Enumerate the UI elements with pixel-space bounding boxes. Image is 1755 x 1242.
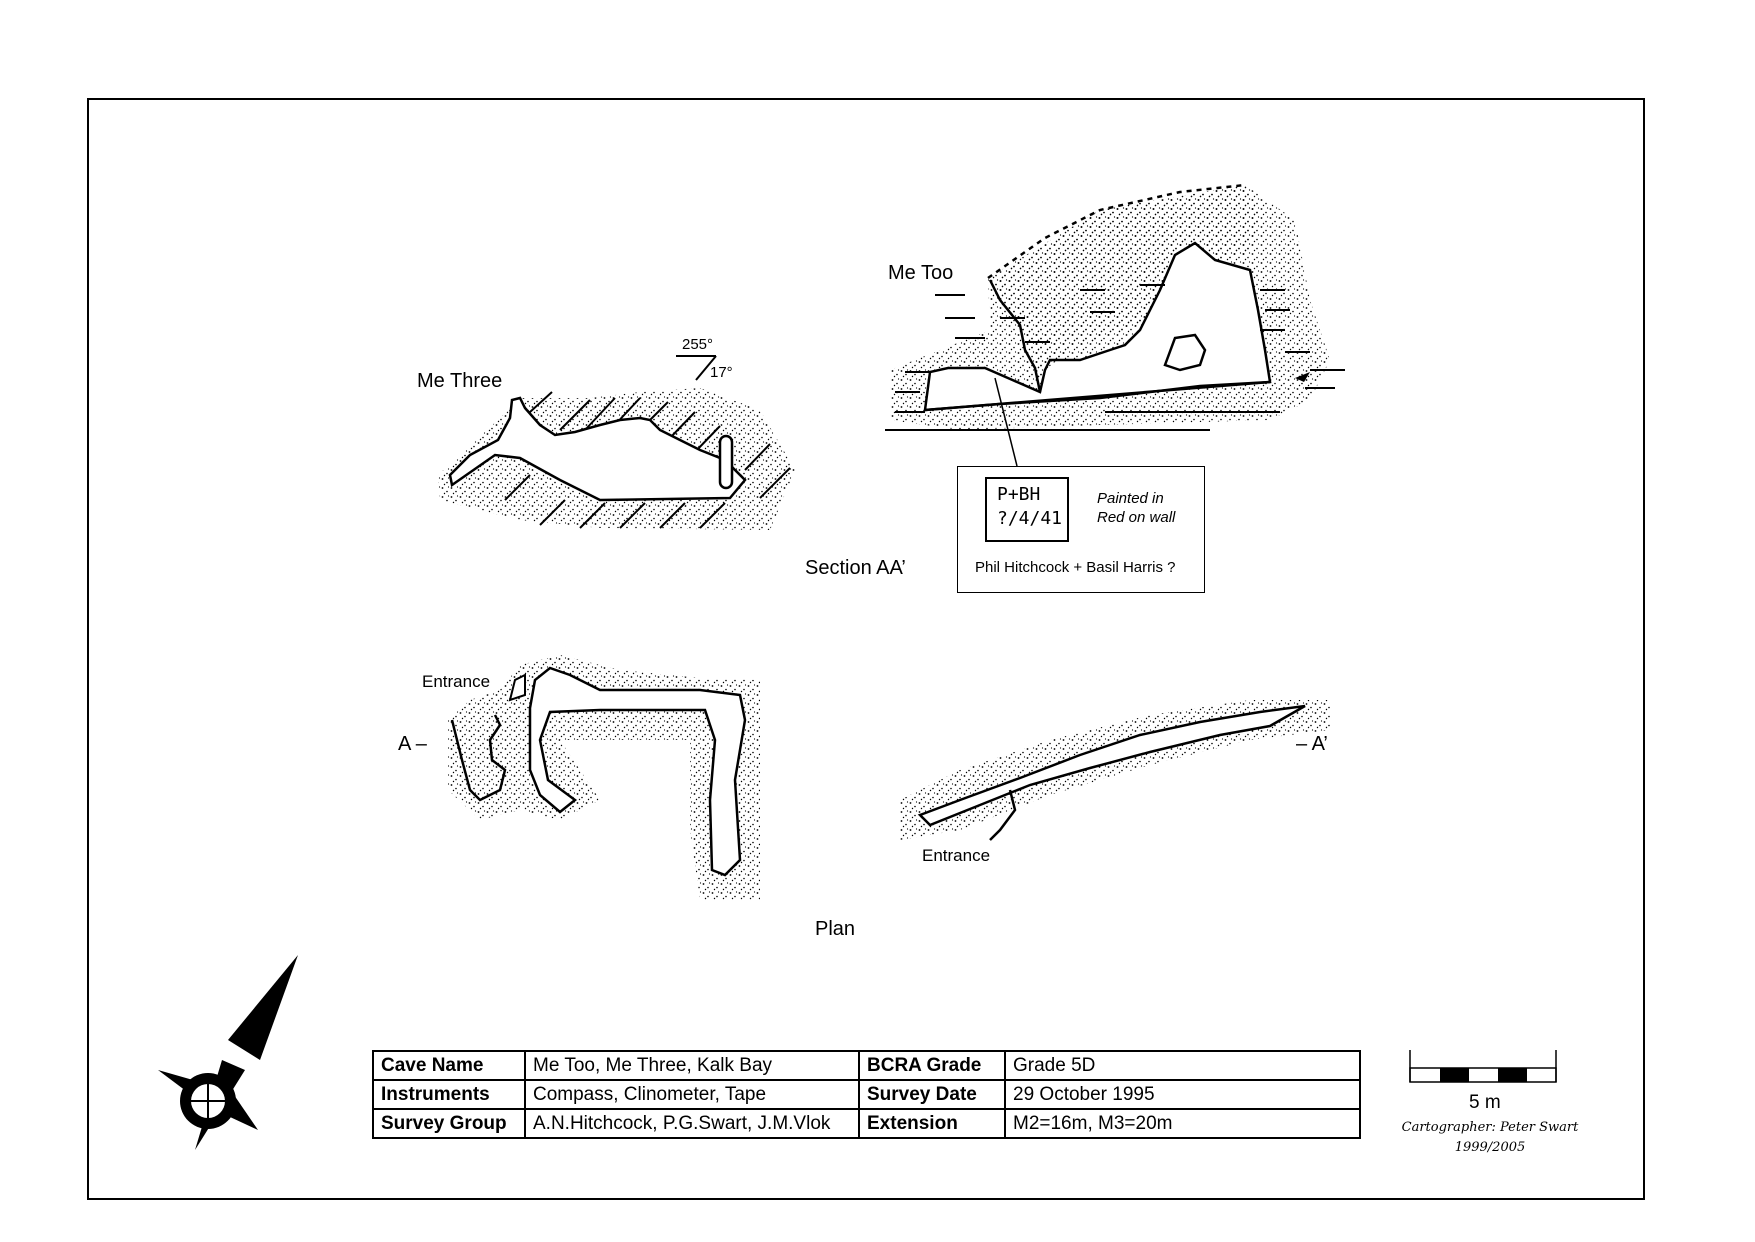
cartographer-name: Cartographer: Peter Swart — [1401, 1120, 1579, 1135]
strike-dip-symbol — [676, 355, 717, 381]
table-cell-value: 29 October 1995 — [1004, 1079, 1361, 1110]
inscription-names: Phil Hitchcock + Basil Harris ? — [975, 559, 1176, 576]
table-row: Survey Group A.N.Hitchcock, P.G.Swart, J… — [372, 1108, 1361, 1139]
map-frame — [87, 98, 1645, 1200]
table-cell-value: A.N.Hitchcock, P.G.Swart, J.M.Vlok — [524, 1108, 860, 1139]
dip-angle-label: 17° — [710, 364, 733, 381]
north-arrow-icon — [158, 955, 298, 1150]
inscription-note: Painted in Red on wall — [1097, 489, 1175, 527]
table-cell-key: Extension — [858, 1108, 1006, 1139]
plan-left-passage — [528, 666, 747, 877]
entrance-label-right: Entrance — [922, 846, 991, 865]
me-too-label: Me Too — [888, 262, 954, 284]
cartographer-years: 1999/2005 — [1454, 1140, 1526, 1155]
plan-left-entrance-blob — [508, 673, 526, 702]
table-row: Instruments Compass, Clinometer, Tape Su… — [372, 1079, 1361, 1110]
me-three-pillar — [718, 434, 734, 490]
table-cell-key: Cave Name — [372, 1050, 526, 1081]
section-title: Section AA’ — [805, 557, 906, 579]
plan-right — [900, 700, 1330, 841]
table-cell-value: Compass, Clinometer, Tape — [524, 1079, 860, 1110]
table-cell-value: M2=16m, M3=20m — [1004, 1108, 1361, 1139]
scale-bar — [1409, 1050, 1557, 1083]
me-too-section — [885, 183, 1345, 467]
inscription-sign-line1: P+BH — [997, 484, 1041, 505]
me-too-roof-stipple-overlay — [990, 185, 1260, 392]
me-too-pocket — [1163, 333, 1207, 372]
me-too-floor — [924, 380, 1271, 412]
plan-left-stipple — [448, 655, 760, 900]
me-too-bedding-lines — [885, 284, 1345, 431]
me-too-rock-edge — [988, 279, 1042, 393]
me-three-label: Me Three — [417, 370, 503, 392]
inscription-callout-box — [957, 466, 1205, 593]
plan-title: Plan — [815, 918, 856, 940]
plan-right-entrance-passage — [989, 789, 1017, 841]
plan-left — [448, 655, 760, 900]
table-cell-value: Grade 5D — [1004, 1050, 1361, 1081]
inscription-pointer-line — [994, 377, 1018, 467]
section-marker-a: A – — [398, 733, 427, 755]
inscription-note-line1: Painted in — [1097, 490, 1164, 507]
inscription-sign: P+BH ?/4/41 — [985, 477, 1069, 542]
table-cell-key: BCRA Grade — [858, 1050, 1006, 1081]
table-cell-key: Survey Date — [858, 1079, 1006, 1110]
table-cell-value: Me Too, Me Three, Kalk Bay — [524, 1050, 860, 1081]
strike-bearing-label: 255° — [682, 336, 714, 353]
inscription-sign-line2: ?/4/41 — [997, 508, 1063, 529]
table-row: Cave Name Me Too, Me Three, Kalk Bay BCR… — [372, 1050, 1361, 1081]
plan-right-passage — [917, 704, 1306, 827]
me-three-passage-outline — [448, 396, 747, 502]
inscription-note-line2: Red on wall — [1097, 509, 1176, 526]
section-marker-a-prime: – A’ — [1296, 733, 1328, 755]
scale-label: 5 m — [1469, 1092, 1501, 1113]
me-three-section — [438, 355, 795, 530]
entrance-label-left: Entrance — [422, 672, 491, 691]
table-cell-key: Survey Group — [372, 1108, 526, 1139]
survey-info-table: Cave Name Me Too, Me Three, Kalk Bay BCR… — [372, 1050, 1361, 1139]
cartographer-credit: Cartographer: Peter Swart 1999/2005 — [1400, 1118, 1580, 1158]
plan-left-side-passage — [450, 714, 507, 802]
flow-arrow — [1295, 372, 1310, 382]
table-cell-key: Instruments — [372, 1079, 526, 1110]
